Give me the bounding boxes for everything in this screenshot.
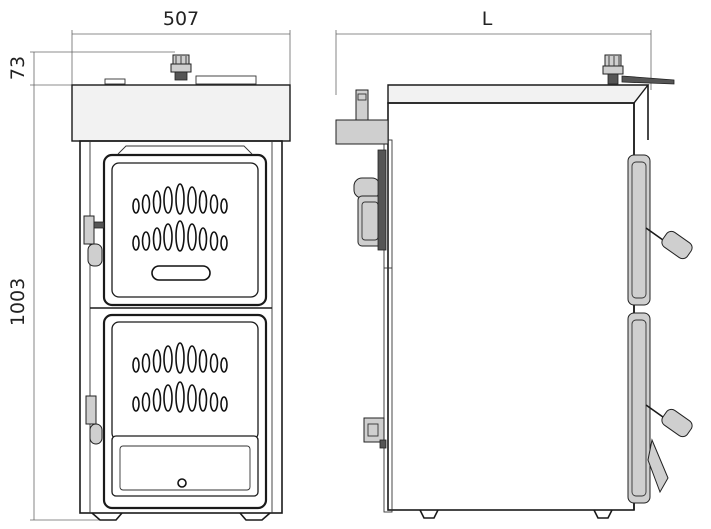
- upper-door: [102, 145, 268, 307]
- lower-door: [102, 313, 268, 510]
- side-lower-door: [627, 312, 693, 504]
- side-upper-handle: [661, 230, 693, 260]
- ash-drawer-knob: [177, 478, 187, 488]
- upper-door-slot: [151, 265, 211, 281]
- front-foot-left: [91, 512, 123, 521]
- side-foot-front: [593, 509, 613, 519]
- lower-door-vents-row2: [132, 381, 228, 413]
- side-foot-rear: [419, 509, 439, 519]
- side-depth-label: L: [482, 8, 493, 30]
- side-lower-handle: [661, 408, 693, 438]
- front-width-label: 507: [163, 8, 199, 30]
- rear-flow-pipe: [335, 89, 389, 145]
- top-valve: [104, 54, 257, 85]
- side-body: [387, 102, 635, 511]
- lower-door-handle: [85, 395, 103, 445]
- upper-door-vents-row2: [132, 220, 228, 252]
- side-upper-door: [627, 154, 693, 306]
- upper-door-vents-row1: [132, 183, 228, 215]
- lower-door-vents-row1: [132, 342, 228, 374]
- rear-return-pipe: [363, 417, 387, 449]
- side-ash-lever: [647, 438, 669, 494]
- side-top-cover: [387, 84, 650, 104]
- upper-door-handle: [83, 215, 105, 267]
- dimension-lines: [30, 30, 652, 521]
- front-foot-right: [239, 512, 271, 521]
- top-cover: [71, 84, 291, 142]
- ash-drawer: [111, 435, 259, 497]
- body-height-label: 1003: [7, 278, 29, 326]
- side-top-valve: [602, 54, 675, 85]
- side-top-lever: [621, 75, 675, 85]
- front-body: [79, 140, 283, 514]
- side-view: [335, 54, 693, 519]
- top-height-label: 73: [7, 56, 29, 80]
- front-view: [71, 54, 291, 521]
- rear-regulator: [353, 149, 387, 251]
